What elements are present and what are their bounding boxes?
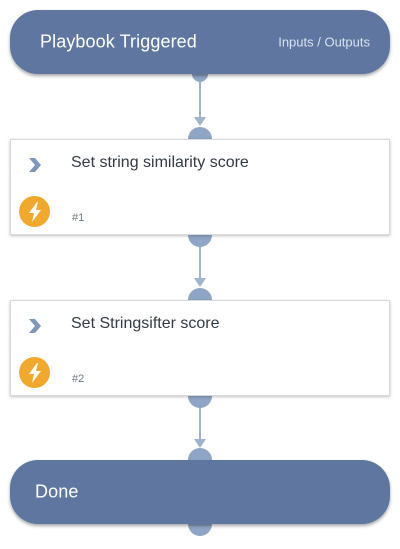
chevron-right-icon: [29, 319, 41, 333]
task-node[interactable]: Set string similarity score #1: [10, 139, 390, 235]
task-title: Set Stringsifter score: [71, 315, 220, 332]
start-node-title: Playbook Triggered: [40, 31, 197, 52]
arrow-down-icon: [194, 439, 206, 448]
arrow-down-icon: [194, 117, 206, 126]
end-node-title: Done: [35, 481, 79, 502]
automation-badge: [19, 357, 50, 388]
task-title: Set string similarity score: [71, 154, 249, 171]
lightning-bolt-icon: [28, 201, 41, 222]
chevron-right-icon: [29, 158, 41, 172]
playbook-triggered-node[interactable]: Playbook Triggered Inputs / Outputs: [10, 10, 390, 74]
lightning-bolt-icon: [28, 362, 41, 383]
task-node[interactable]: Set Stringsifter score #2: [10, 300, 390, 396]
done-node[interactable]: Done: [10, 460, 390, 524]
inputs-outputs-link[interactable]: Inputs / Outputs: [278, 34, 370, 50]
task-id: #1: [72, 212, 85, 224]
task-id: #2: [72, 373, 85, 385]
arrow-down-icon: [194, 278, 206, 287]
automation-badge: [19, 196, 50, 227]
